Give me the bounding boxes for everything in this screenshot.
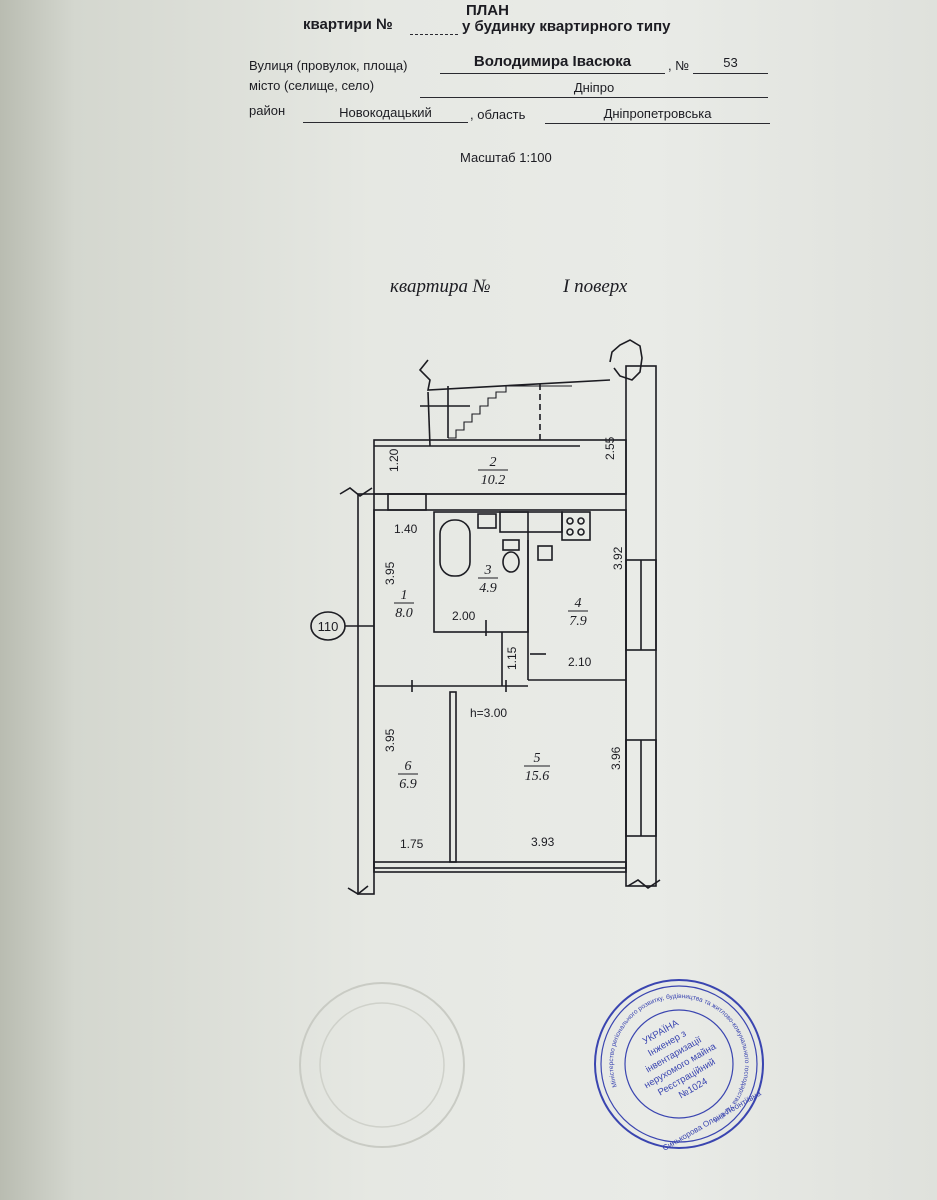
- kitchen-sink: [537, 545, 553, 561]
- dim-1-40: 1.40: [394, 522, 418, 536]
- city-underline: [420, 97, 768, 98]
- city-value: Дніпро: [573, 80, 615, 95]
- entry-door: [387, 493, 427, 511]
- stamp-outer-ring: [594, 979, 764, 1149]
- number-value: 53: [723, 55, 738, 70]
- right-wall-bottom-break: [627, 879, 661, 889]
- room-1-area: 8.0: [395, 606, 413, 621]
- dim-1-20: 1.20: [387, 448, 401, 472]
- oblast-label: , область: [470, 107, 526, 122]
- dim-3-93: 3.93: [531, 835, 555, 849]
- room-2-area: 10.2: [481, 473, 506, 488]
- dim-1-15: 1.15: [505, 646, 519, 670]
- stove-burner: [566, 528, 574, 536]
- height-label: h=3.00: [470, 706, 507, 720]
- bottom-wall: [373, 861, 627, 873]
- stove-burner: [566, 517, 574, 525]
- apartment-number-line: [410, 34, 458, 35]
- bathtub: [439, 519, 471, 577]
- plan-title: ПЛАН: [466, 2, 509, 19]
- staircase-steps: [448, 385, 572, 439]
- faint-stamp-inner: [319, 1002, 445, 1128]
- room-6-number: 6: [405, 759, 412, 774]
- district-underline: [303, 122, 468, 123]
- stove-burner: [577, 528, 585, 536]
- room-4-area: 7.9: [569, 614, 587, 629]
- number-label: , №: [668, 58, 690, 73]
- building-type-label: у будинку квартирного типу: [462, 18, 671, 35]
- room-1-number: 1: [401, 588, 408, 603]
- stamp-mid-ring: [600, 985, 758, 1143]
- street-value: Володимира Івасюка: [473, 53, 632, 70]
- room-2-number: 2: [490, 455, 497, 470]
- stove: [561, 511, 591, 541]
- staircase-wall: [418, 359, 611, 391]
- toilet-tank: [502, 539, 520, 551]
- dim-2-10: 2.10: [568, 655, 592, 669]
- apartment-outline: [373, 509, 627, 869]
- plan-floor-caption: I поверх: [563, 276, 628, 297]
- staircase-inner-wall: [427, 391, 431, 447]
- stamp-name: Синькорова Олена Леонтіївна: [661, 1088, 763, 1152]
- number-underline: [693, 73, 768, 74]
- left-wall-break: [339, 487, 373, 497]
- room-4-number: 4: [575, 596, 582, 611]
- district-value: Новокодацький: [339, 105, 432, 120]
- room-3-area: 4.9: [479, 581, 497, 596]
- dim-2-55: 2.55: [603, 436, 617, 460]
- dim-1-75: 1.75: [400, 837, 424, 851]
- stove-burner: [577, 517, 585, 525]
- apartment-label: квартири №: [303, 16, 393, 33]
- district-label: район: [249, 103, 286, 118]
- left-wall-bottom-break: [347, 885, 369, 895]
- city-label: місто (селище, село): [249, 78, 375, 93]
- dim-3-96: 3.96: [609, 746, 623, 770]
- toilet-bowl: [502, 551, 520, 573]
- room-5-area: 15.6: [525, 769, 550, 784]
- plan-apartment-caption: квартира №: [390, 276, 491, 297]
- sink: [477, 513, 497, 529]
- stamp-inner-ring: [624, 1009, 734, 1119]
- scale-label: Масштаб 1:100: [460, 150, 552, 165]
- faint-stamp: [299, 982, 465, 1148]
- room-6-area: 6.9: [399, 777, 417, 792]
- marker-label: 110: [318, 619, 339, 634]
- room-5-number: 5: [534, 751, 541, 766]
- street-underline: [440, 73, 665, 74]
- dim-3-95-top: 3.95: [383, 561, 397, 585]
- dim-3-92: 3.92: [611, 546, 625, 570]
- street-label: Вулиця (провулок, площа): [249, 58, 408, 73]
- oblast-underline: [545, 123, 770, 124]
- room-3-number: 3: [484, 563, 492, 578]
- dim-2-00: 2.00: [452, 609, 476, 623]
- dim-3-95-bottom: 3.95: [383, 728, 397, 752]
- oblast-value: Дніпропетровська: [603, 106, 712, 121]
